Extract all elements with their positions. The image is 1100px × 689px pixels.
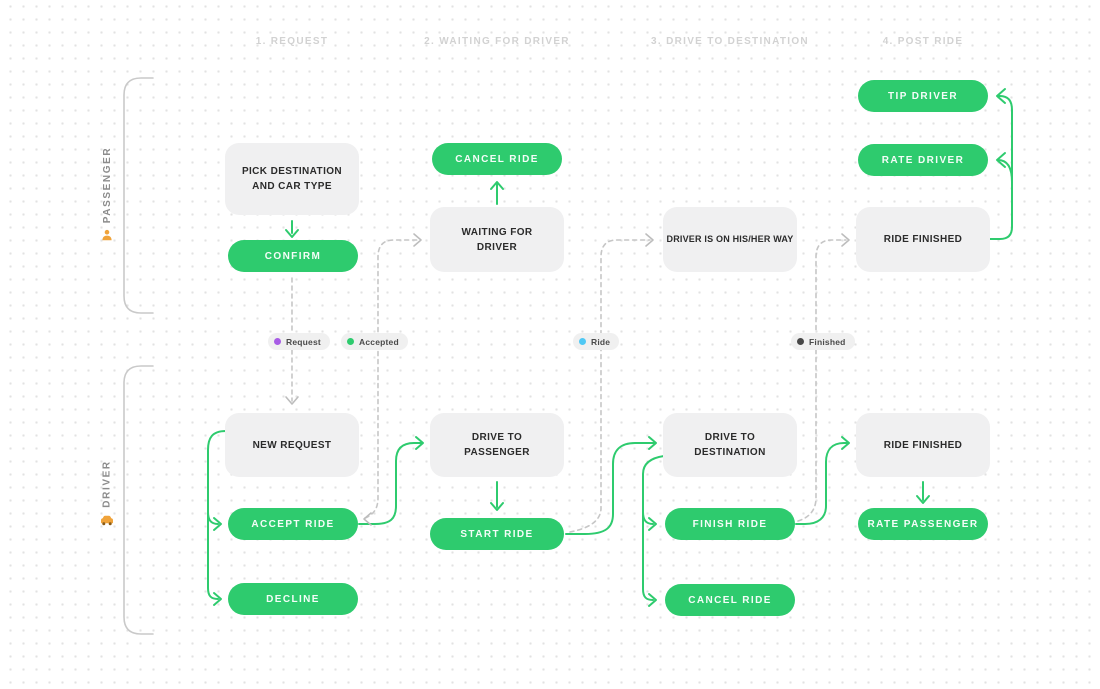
passenger-lane-bracket [123,77,154,314]
node-cancel-ride-driver[interactable]: CANCEL RIDE [665,584,795,616]
arrowhead-drive-to-passenger [415,436,424,450]
node-new-request[interactable]: NEW REQUEST [225,413,359,477]
dashed-connector-ride [569,239,651,533]
arrowhead-decline [213,592,222,606]
status-badge-finished: Finished [791,333,855,350]
status-badge-request: Request [268,333,330,350]
phase-header-waiting: 2. WAITING FOR DRIVER [424,36,570,47]
phase-header-drive: 3. DRIVE TO DESTINATION [651,36,809,47]
node-rate-passenger[interactable]: RATE PASSENGER [858,508,988,540]
status-dot-request [274,338,281,345]
node-accept-ride[interactable]: ACCEPT RIDE [228,508,358,540]
node-label: DRIVE TO DESTINATION [694,432,766,458]
person-icon [102,229,112,241]
status-dot-finished [797,338,804,345]
node-label: RATE PASSENGER [867,518,979,530]
connector-accept-to-drivetopassenger [358,442,422,525]
arrowhead-driver-on-way [645,233,654,247]
arrowhead-ride-finished-passenger [841,233,850,247]
node-pick-destination[interactable]: PICK DESTINATION AND CAR TYPE [225,143,359,215]
node-cancel-ride-passenger[interactable]: CANCEL RIDE [432,143,562,175]
lane-label-text: PASSENGER [101,146,113,224]
status-badge-label: Finished [809,336,846,347]
node-finish-ride[interactable]: FINISH RIDE [665,508,795,540]
arrowhead-accept-ride [213,517,222,531]
arrowhead-rate-passenger [916,495,930,504]
node-label: RIDE FINISHED [883,234,963,245]
node-ride-finished-passenger[interactable]: RIDE FINISHED [856,207,990,272]
node-label: FINISH RIDE [692,518,768,530]
arrowhead-drive-to-destination [648,436,657,450]
node-label: NEW REQUEST [252,439,332,451]
arrowhead-finish-ride [648,517,657,531]
arrowhead-cancel-ride [490,181,504,190]
lane-label-driver: DRIVER [101,460,113,527]
node-label: PICK DESTINATION AND CAR TYPE [241,166,343,192]
node-confirm[interactable]: CONFIRM [228,240,358,272]
node-label: TIP DRIVER [888,90,958,102]
phase-header-request: 1. REQUEST [255,36,329,47]
node-driver-on-way[interactable]: DRIVER IS ON HIS/HER WAY [663,207,797,272]
driver-lane-bracket [123,365,154,635]
status-dot-ride [579,338,586,345]
node-ride-finished-driver[interactable]: RIDE FINISHED [856,413,990,477]
node-label: RIDE FINISHED [883,439,963,451]
connector-destination-branch [642,455,665,601]
arrowhead-accept-ride-status [363,512,372,526]
status-badge-label: Ride [591,336,611,347]
lane-label-passenger: PASSENGER [101,147,113,241]
node-drive-to-passenger[interactable]: DRIVE TO PASSENGER [430,413,564,477]
status-badge-label: Request [286,336,321,347]
arrowhead-confirm [285,229,299,238]
status-badge-label: Accepted [359,336,399,347]
node-label: DECLINE [266,593,320,605]
arrowhead-new-request [285,396,299,405]
status-badge-ride: Ride [573,333,620,350]
node-waiting-for-driver[interactable]: WAITING FOR DRIVER [430,207,564,272]
connector-branch-to-ratedriver [997,159,1013,183]
arrowhead-cancel-ride-driver [648,593,657,607]
node-label: DRIVE TO PASSENGER [464,432,530,458]
lane-label-text: DRIVER [101,460,113,508]
node-label: RATE DRIVER [881,154,965,166]
connector-ridefinished-to-tipdriver [988,95,1013,240]
dashed-connector-finished [797,239,847,522]
node-label: START RIDE [460,528,534,540]
node-decline[interactable]: DECLINE [228,583,358,615]
node-start-ride[interactable]: START RIDE [430,518,564,550]
arrowhead-waiting-for-driver [413,233,422,247]
node-label: CONFIRM [264,250,322,262]
status-badge-accepted: Accepted [341,333,408,350]
connector-newrequest-branch [207,430,227,600]
node-rate-driver[interactable]: RATE DRIVER [858,144,988,176]
connector-startride-to-drivetodestination [565,442,655,535]
node-drive-to-destination[interactable]: DRIVE TO DESTINATION [663,413,797,477]
arrowhead-rate-driver [996,152,1006,168]
node-label: CANCEL RIDE [688,594,772,606]
node-tip-driver[interactable]: TIP DRIVER [858,80,988,112]
car-icon [101,515,113,526]
node-label: ACCEPT RIDE [251,518,335,530]
phase-header-postride: 4. POST RIDE [882,36,964,47]
connector-branch-to-accept [207,511,219,525]
arrowhead-ride-finished-driver [841,436,850,450]
node-label: DRIVER IS ON HIS/HER WAY [666,233,794,244]
node-label: CANCEL RIDE [455,153,539,165]
connector-branch-to-finish [642,511,654,525]
status-dot-accepted [347,338,354,345]
dashed-connector-accepted [364,239,419,519]
arrowhead-start-ride [490,502,504,511]
node-label: WAITING FOR DRIVER [461,226,533,253]
arrowhead-tip-driver [996,88,1006,104]
connector-finish-to-ridefinished [795,442,848,525]
